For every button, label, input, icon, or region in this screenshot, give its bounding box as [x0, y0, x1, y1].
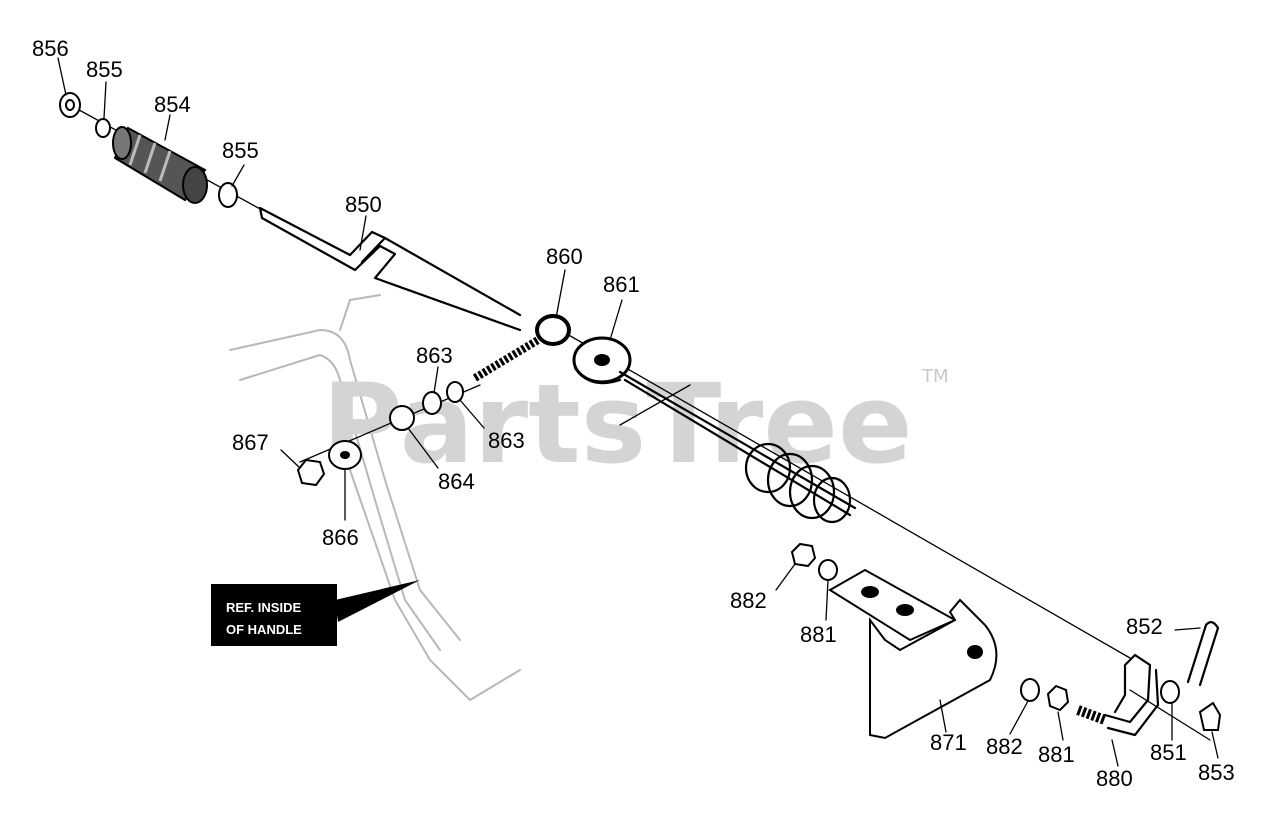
part-867-nut	[296, 458, 326, 487]
callout-860: 860	[546, 244, 583, 269]
part-850-shift-rod	[258, 206, 522, 332]
callout-861: 861	[603, 272, 640, 297]
callout-labels: 856 855 854 855 850 860 861 863 863 867 …	[32, 36, 1235, 791]
part-860-eye-bolt	[472, 314, 571, 382]
callout-855-lower: 855	[222, 138, 259, 163]
part-861-spacer	[572, 336, 632, 385]
callout-867: 867	[232, 430, 269, 455]
callout-854: 854	[154, 92, 191, 117]
spring	[744, 442, 852, 524]
leader-lines	[57, 57, 1219, 767]
part-853-cap	[1198, 701, 1222, 731]
part-882-washer-lower	[1020, 678, 1040, 702]
rod-extension	[618, 370, 857, 517]
part-882-nut-upper	[790, 542, 817, 568]
callout-855-top: 855	[86, 57, 123, 82]
part-863-washer-b	[446, 381, 464, 403]
ref-note-line1: REF. INSIDE	[226, 600, 301, 615]
part-871-bracket	[828, 568, 998, 740]
part-881-nut-lower	[1046, 684, 1070, 712]
callout-853: 853	[1198, 760, 1235, 785]
part-854-grip	[112, 126, 208, 204]
part-855-washer-top	[95, 118, 111, 138]
callout-871: 871	[930, 730, 967, 755]
part-864-washer	[389, 405, 415, 431]
watermark-trademark: TM	[921, 366, 949, 387]
callout-851: 851	[1150, 740, 1187, 765]
callout-880: 880	[1096, 766, 1133, 791]
callout-852: 852	[1126, 614, 1163, 639]
part-880-link	[1076, 653, 1160, 737]
callout-856: 856	[32, 36, 69, 61]
callout-864: 864	[438, 469, 475, 494]
callout-866: 866	[322, 525, 359, 550]
part-855-washer-lower	[218, 182, 238, 208]
callout-881-upper: 881	[800, 622, 837, 647]
part-863-washer-a	[422, 391, 442, 415]
part-852-cotter-pin	[1186, 621, 1220, 687]
ref-note: REF. INSIDE OF HANDLE	[211, 580, 420, 646]
callout-882-upper: 882	[730, 588, 767, 613]
part-851-washer	[1160, 680, 1180, 704]
handle-reference-outline	[229, 294, 521, 701]
part-881-washer-upper	[818, 559, 838, 581]
callout-850: 850	[345, 192, 382, 217]
callout-882-lower: 882	[986, 734, 1023, 759]
ref-note-line2: OF HANDLE	[226, 622, 302, 637]
callout-863-lower: 863	[488, 428, 525, 453]
callout-881-lower: 881	[1038, 742, 1075, 767]
callout-863-top: 863	[416, 343, 453, 368]
